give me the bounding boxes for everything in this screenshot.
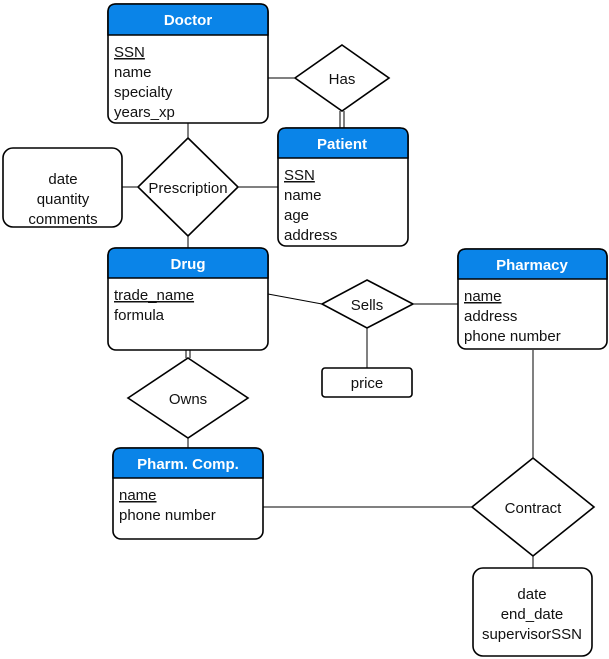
relationship-label: Sells [351, 297, 384, 314]
attr: comments [28, 211, 97, 228]
relationship-diamond [136, 136, 240, 238]
entity-patient[interactable]: Patient SSN name age address [277, 127, 409, 247]
entity-header [107, 247, 269, 279]
entity-title: Pharmacy [496, 257, 568, 274]
attr-primary-key: name [464, 288, 502, 305]
attribute-box [472, 567, 593, 657]
entity-title: Patient [317, 136, 367, 153]
attr-primary-key: SSN [114, 44, 145, 61]
attr: years_xp [114, 104, 175, 121]
attr: phone number [464, 328, 561, 345]
entity-title: Drug [171, 256, 206, 273]
connectors [122, 77, 534, 568]
attr: quantity [37, 191, 90, 208]
attribute-box [321, 367, 413, 398]
attr: name [114, 64, 152, 81]
relationship-has[interactable]: Has [293, 44, 391, 112]
attr: address [284, 227, 337, 244]
attr: specialty [114, 84, 173, 101]
entity-pharm-comp[interactable]: Pharm. Comp. name phone number [112, 447, 264, 540]
entity-header [457, 248, 608, 280]
entity-header [107, 3, 269, 36]
prescription-attributes: date quantity comments [2, 147, 123, 228]
attribute-box [2, 147, 123, 228]
relationship-sells[interactable]: Sells [320, 279, 415, 329]
relationship-label: Prescription [148, 180, 227, 197]
entity-doctor[interactable]: Doctor SSN name specialty years_xp [107, 3, 269, 124]
attr: name [284, 187, 322, 204]
relationship-owns[interactable]: Owns [126, 357, 250, 439]
entity-pharmacy[interactable]: Pharmacy name address phone number [457, 248, 608, 350]
relationship-diamond [470, 456, 596, 558]
entity-header [277, 127, 409, 159]
attr-primary-key: name [119, 487, 157, 504]
attr: supervisorSSN [482, 626, 582, 643]
attr: date [517, 586, 546, 603]
attr: phone number [119, 507, 216, 524]
relationship-label: Owns [169, 391, 207, 408]
contract-attributes: date end_date supervisorSSN [472, 567, 593, 657]
relationship-diamond [293, 44, 391, 112]
entity-drug[interactable]: Drug trade_name formula [107, 247, 269, 351]
relationship-contract[interactable]: Contract [470, 456, 596, 558]
relationship-prescription[interactable]: Prescription [136, 136, 240, 238]
attr-primary-key: SSN [284, 167, 315, 184]
entity-title: Doctor [164, 12, 212, 29]
entity-header [112, 447, 264, 479]
attr: age [284, 207, 309, 224]
attr-primary-key: trade_name [114, 287, 194, 304]
attr: formula [114, 307, 165, 324]
relationship-diamond [126, 357, 250, 439]
attr: address [464, 308, 517, 325]
sells-attributes: price [321, 367, 413, 398]
relationship-diamond [320, 279, 415, 329]
relationship-label: Contract [505, 500, 563, 517]
relationship-label: Has [329, 71, 356, 88]
attr: date [48, 171, 77, 188]
attr: end_date [501, 606, 564, 623]
entity-title: Pharm. Comp. [137, 456, 239, 473]
attr: price [351, 375, 384, 392]
drug-sells-line [267, 293, 323, 305]
